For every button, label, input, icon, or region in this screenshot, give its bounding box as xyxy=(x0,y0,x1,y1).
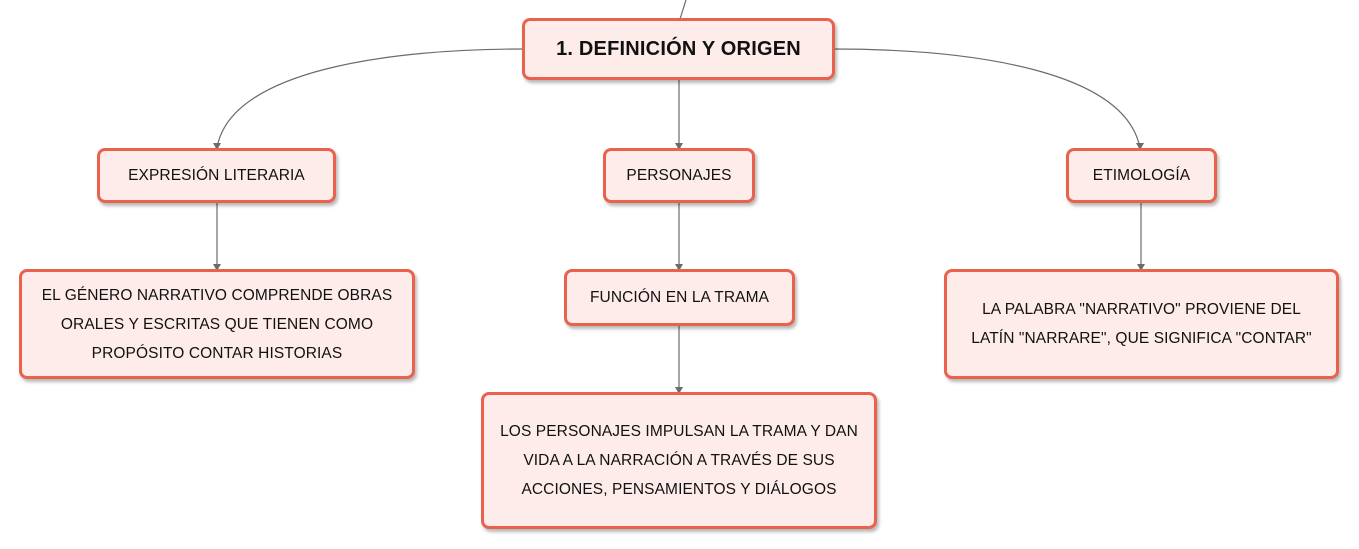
node-expresion-literaria[interactable]: EXPRESIÓN LITERARIA xyxy=(97,148,336,203)
node-label: FUNCIÓN EN LA TRAMA xyxy=(589,289,770,306)
connector-root-expresion xyxy=(216,48,524,149)
node-palabra-narrativo[interactable]: LA PALABRA "NARRATIVO" PROVIENE DEL LATÍ… xyxy=(944,269,1339,379)
node-label: ETIMOLOGÍA xyxy=(1092,167,1191,184)
node-funcion-en-la-trama[interactable]: FUNCIÓN EN LA TRAMA xyxy=(564,269,795,326)
node-personajes[interactable]: PERSONAJES xyxy=(603,148,755,203)
node-label: EL GÉNERO NARRATIVO COMPRENDE OBRAS ORAL… xyxy=(41,286,393,362)
node-label: LOS PERSONAJES IMPULSAN LA TRAMA Y DAN V… xyxy=(500,423,858,498)
node-personajes-impulsan[interactable]: LOS PERSONAJES IMPULSAN LA TRAMA Y DAN V… xyxy=(481,392,877,529)
node-definicion-y-origen[interactable]: 1. DEFINICIÓN Y ORIGEN xyxy=(522,18,835,80)
node-label: LA PALABRA "NARRATIVO" PROVIENE DEL LATÍ… xyxy=(971,301,1312,347)
node-genero-narrativo[interactable]: EL GÉNERO NARRATIVO COMPRENDE OBRAS ORAL… xyxy=(19,269,415,379)
node-label: EXPRESIÓN LITERARIA xyxy=(128,167,305,184)
connector-root-etimologia xyxy=(832,48,1141,149)
connector-incoming-root xyxy=(679,0,687,20)
node-label: PERSONAJES xyxy=(626,167,732,184)
node-label: 1. DEFINICIÓN Y ORIGEN xyxy=(556,37,801,60)
node-etimologia[interactable]: ETIMOLOGÍA xyxy=(1066,148,1217,203)
